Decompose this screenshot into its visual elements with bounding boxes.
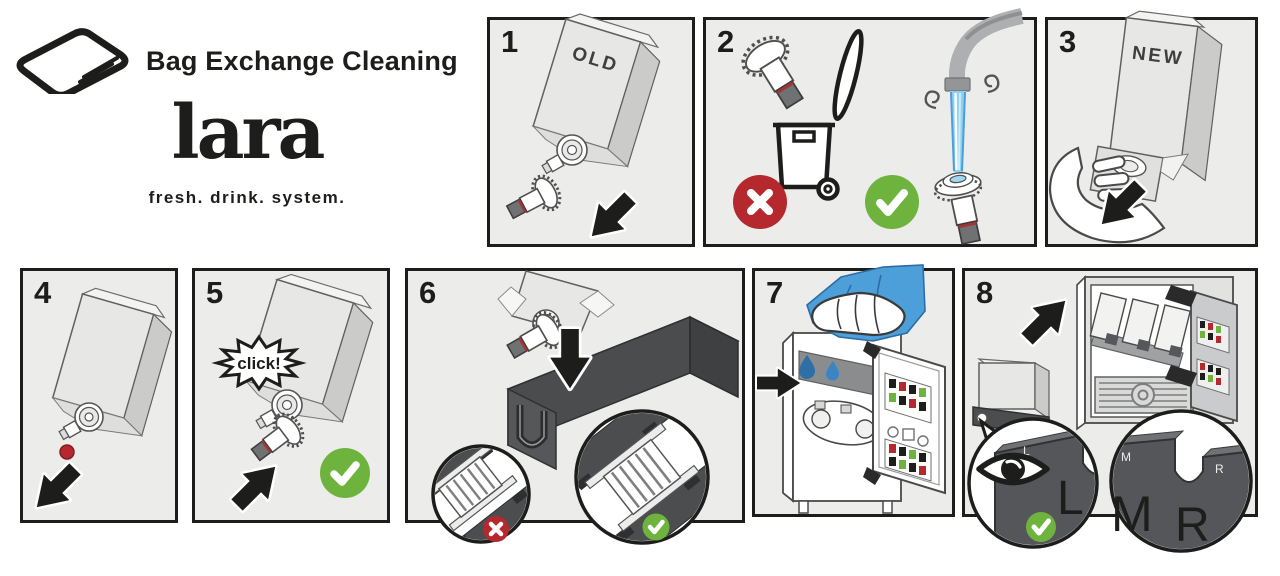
brand-tagline: fresh. drink. system. [148, 188, 346, 207]
step-2-panel: 2 [703, 8, 1037, 247]
slot-letter-left: L [1057, 472, 1084, 525]
arrow-down-icon [547, 326, 593, 392]
step-number: 5 [206, 275, 224, 310]
dispenser-machine [782, 330, 946, 514]
check-badge [642, 513, 670, 541]
arrow-down-left-icon [589, 189, 639, 239]
pouch-icon [16, 28, 129, 94]
step-7-panel: 7 [752, 264, 955, 517]
new-bag: NEW [1108, 10, 1223, 182]
step-5-panel: 5 [192, 268, 390, 523]
bag-with-connector [497, 270, 615, 360]
tray-m-label: M [1121, 450, 1131, 464]
step-number: 8 [976, 275, 994, 310]
page-title: Bag Exchange Cleaning [146, 46, 458, 76]
bag-spout [541, 134, 588, 175]
drip-tray-grate [1094, 376, 1192, 414]
step-number: 1 [501, 24, 519, 59]
red-cap [59, 444, 75, 460]
installed-bags [1089, 292, 1192, 368]
brand-logo: lara [171, 90, 326, 176]
holder-tray [506, 315, 740, 471]
arrow-down-left-icon [34, 460, 84, 510]
cross-badge [483, 516, 509, 542]
faucet-icon [924, 8, 1024, 110]
slot-letter-middle: M [1111, 486, 1153, 542]
connector-icon [250, 412, 305, 462]
connector-icon [741, 35, 804, 110]
step-number: 4 [34, 275, 52, 310]
bag [51, 287, 173, 437]
slot-letter-right: R [1175, 499, 1210, 552]
step-4-panel: 4 [20, 268, 178, 523]
arrow-up-right-icon [228, 464, 278, 514]
step-6-panel: 6 [405, 268, 745, 545]
check-badge [320, 448, 370, 498]
rinsed-connector [933, 172, 983, 246]
click-label: click! [237, 354, 280, 373]
step-number: 7 [766, 275, 784, 310]
cross-badge [733, 175, 787, 229]
trash-bin-icon [773, 29, 864, 201]
machine-door [1165, 285, 1238, 423]
step-8-panel: 8 [962, 268, 1258, 553]
step-number: 2 [717, 24, 735, 59]
check-badge [865, 175, 919, 229]
arrow-down-left-icon [1099, 177, 1149, 227]
inset-correct-drawing [578, 413, 706, 541]
water-stream [950, 91, 966, 172]
step-1-panel: 1 OLD [487, 13, 695, 247]
arrow-right-icon [754, 366, 803, 400]
step-number: 3 [1059, 24, 1077, 59]
check-badge [1026, 512, 1056, 542]
water-drips [799, 355, 839, 381]
dispenser-machine [1076, 275, 1238, 431]
arrow-up-right-icon [1018, 298, 1068, 348]
click-callout: click! [211, 334, 307, 392]
hand-icon [811, 291, 906, 337]
step-3-panel: 3 NEW [1045, 10, 1258, 247]
step-number: 6 [419, 275, 437, 310]
connector-icon [505, 174, 562, 220]
tray-r-label: R [1215, 462, 1224, 476]
tray-l-label: L [1023, 444, 1030, 458]
bag-spout [58, 402, 104, 441]
eye-icon [976, 452, 1050, 486]
old-bag: OLD [531, 13, 661, 168]
